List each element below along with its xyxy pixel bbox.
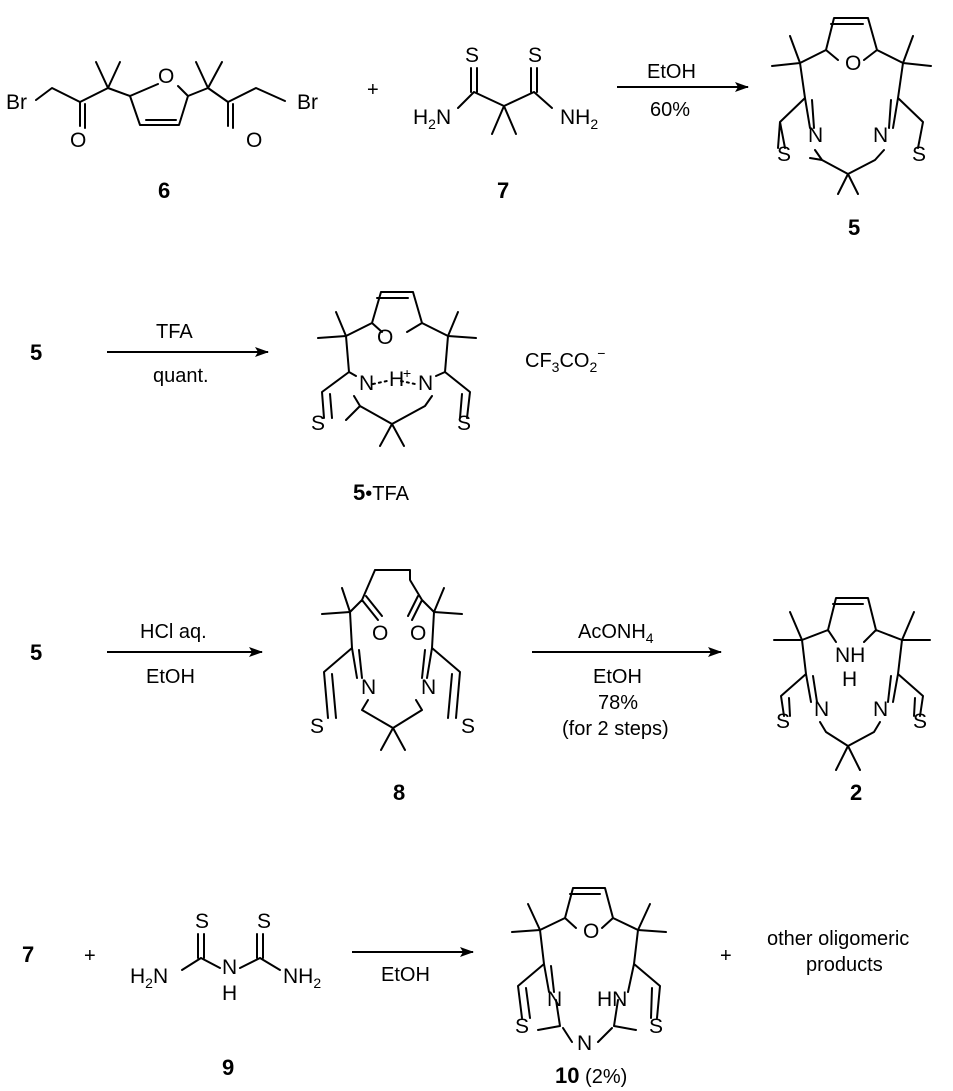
atom-s-right: S: [528, 44, 542, 67]
compound-6: Br Br O O O 6: [6, 61, 318, 203]
compound-10: O N HN S N S 10 (2%): [511, 887, 667, 1088]
label-compound-7: 7: [497, 178, 509, 203]
compound-8: O O N N S S 8: [310, 569, 475, 805]
atom-o-furan: O: [583, 920, 599, 943]
atom-s-left: S: [777, 143, 791, 166]
atom-s-right: S: [649, 1015, 663, 1038]
bonds-compound-6: [35, 61, 286, 129]
condition-tfa: TFA: [156, 321, 193, 343]
atom-nh: NH: [835, 644, 865, 667]
amine-right: NH2: [283, 965, 321, 991]
condition-etoh-row3a: EtOH: [146, 666, 195, 688]
compound-7: S S H2N NH2 7: [413, 44, 598, 203]
start-label-row3: 5: [30, 640, 42, 665]
atom-s-left: S: [776, 710, 790, 733]
bonds-compound-5-tfa: [317, 291, 477, 447]
atom-n-bridge: N: [577, 1032, 592, 1055]
atom-br-right: Br: [297, 91, 318, 114]
atom-n-right: N: [873, 124, 888, 147]
atom-n-left: N: [808, 124, 823, 147]
bonds-compound-10: [511, 887, 667, 1043]
condition-etoh-row1: EtOH: [647, 61, 696, 83]
bonds-compound-8: [321, 569, 463, 751]
bonds-compound-7: [457, 67, 553, 135]
label-compound-9: 9: [222, 1055, 234, 1080]
bonds-compound-9: [181, 933, 281, 971]
condition-hcl: HCl aq.: [140, 621, 207, 643]
condition-aconh4: AcONH4: [578, 621, 654, 646]
atom-o-ketone-left: O: [70, 129, 86, 152]
label-compound-5: 5: [848, 215, 860, 240]
label-compound-10: 10 (2%): [555, 1063, 627, 1088]
hbond-left: [372, 380, 388, 385]
atom-n-left: N: [361, 676, 376, 699]
condition-etoh-row4: EtOH: [381, 964, 430, 986]
compound-5: O N N S S 5: [771, 17, 932, 240]
atom-n-bridge: N: [222, 956, 237, 979]
atom-o-furan: O: [845, 52, 861, 75]
atom-s-right: S: [461, 715, 475, 738]
atom-n-right: N: [421, 676, 436, 699]
atom-s-right: S: [912, 143, 926, 166]
plus-sign-row1: +: [367, 79, 379, 101]
atom-o-ketone-right: O: [246, 129, 262, 152]
atom-s-left: S: [310, 715, 324, 738]
atom-h-bridge: H: [222, 982, 237, 1005]
atom-n-left: N: [359, 372, 374, 395]
condition-yield-row1: 60%: [650, 99, 690, 121]
atom-o-ketone-right: O: [410, 622, 426, 645]
condition-for-2-steps: (for 2 steps): [562, 718, 669, 740]
compound-2: NH H N N S S 2: [773, 597, 931, 805]
plus-sign-row4b: +: [720, 945, 732, 967]
atom-n-left: N: [814, 698, 829, 721]
atom-o-furan: O: [158, 65, 174, 88]
counterion: CF3CO2−: [525, 345, 605, 375]
label-compound-8: 8: [393, 780, 405, 805]
atom-o-ketone-left: O: [372, 622, 388, 645]
amine-left: H2N: [130, 965, 168, 991]
atom-s-right: S: [913, 710, 927, 733]
atom-s-left: S: [515, 1015, 529, 1038]
other-products-line2: products: [806, 954, 883, 976]
atom-s-left: S: [195, 910, 209, 933]
condition-quant: quant.: [153, 365, 209, 387]
atom-s-left: S: [465, 44, 479, 67]
condition-yield-row3: 78%: [598, 692, 638, 714]
label-compound-5-tfa: 5•TFA: [353, 480, 410, 505]
plus-sign-row4a: +: [84, 945, 96, 967]
start-label-row2: 5: [30, 340, 42, 365]
amine-right: NH2: [560, 106, 598, 132]
atom-s-right: S: [457, 412, 471, 435]
label-compound-2: 2: [850, 780, 862, 805]
atom-s-left: S: [311, 412, 325, 435]
other-products-line1: other oligomeric: [767, 928, 909, 950]
atom-n-right: N: [873, 698, 888, 721]
atom-br-left: Br: [6, 91, 27, 114]
amine-left: H2N: [413, 106, 451, 132]
bonds-compound-5: [771, 17, 932, 195]
condition-etoh-row3b: EtOH: [593, 666, 642, 688]
atom-hn-right: HN: [597, 988, 627, 1011]
hbond-right: [400, 380, 416, 385]
atom-s-right: S: [257, 910, 271, 933]
compound-9: S S H2N N H NH2 9: [130, 910, 321, 1080]
plus-charge: +: [403, 365, 411, 381]
start-label-row4: 7: [22, 942, 34, 967]
atom-h-plus: H: [389, 368, 404, 391]
bonds-compound-2: [773, 597, 931, 771]
label-compound-6: 6: [158, 178, 170, 203]
atom-n-left: N: [547, 988, 562, 1011]
compound-5-tfa: O H + N N S S: [311, 291, 477, 447]
atom-n-right: N: [418, 372, 433, 395]
atom-h-pyrrole: H: [842, 668, 857, 691]
